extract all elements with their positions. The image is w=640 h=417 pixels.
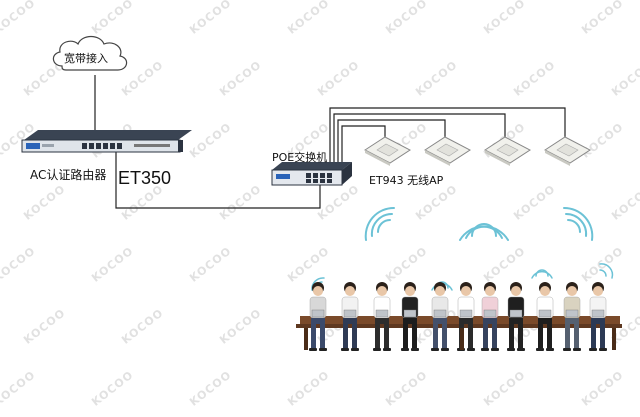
poe-switch-label: POE交换机	[272, 151, 328, 164]
wifi-signal-icon	[459, 223, 509, 241]
seated-person	[536, 282, 554, 351]
router-to-switch-line	[115, 148, 321, 209]
seated-person	[341, 282, 359, 351]
connection-lines	[94, 75, 566, 209]
router-model-label: ET350	[118, 168, 172, 188]
cloud-label: 宽带接入	[64, 52, 108, 65]
people-on-bench-illustration	[296, 282, 622, 351]
wifi-signal-icon	[364, 206, 395, 241]
poe-switch-icon	[271, 162, 352, 186]
switch-to-ap2-line	[337, 119, 446, 170]
seated-person	[401, 282, 419, 351]
access-point-icon	[424, 136, 471, 166]
seated-person	[563, 282, 581, 351]
router-icon	[21, 130, 192, 153]
access-point-icon	[484, 136, 531, 166]
ap-label: ET943 无线AP	[369, 174, 444, 187]
switch-to-ap4-line	[329, 107, 566, 170]
cloud-icon	[52, 35, 128, 71]
seated-person	[457, 282, 475, 351]
seated-person	[309, 282, 327, 351]
seated-person	[431, 282, 449, 351]
access-point-icon	[544, 136, 591, 166]
seated-person	[481, 282, 499, 351]
switch-to-ap1-line	[341, 125, 386, 170]
seated-person	[589, 282, 607, 351]
switch-to-ap3-line	[333, 113, 506, 170]
seated-person	[373, 282, 391, 351]
router-name-label: AC认证路由器	[30, 168, 107, 182]
access-point-icon	[364, 136, 411, 166]
seated-person	[507, 282, 525, 351]
wifi-signal-icon	[563, 206, 594, 241]
